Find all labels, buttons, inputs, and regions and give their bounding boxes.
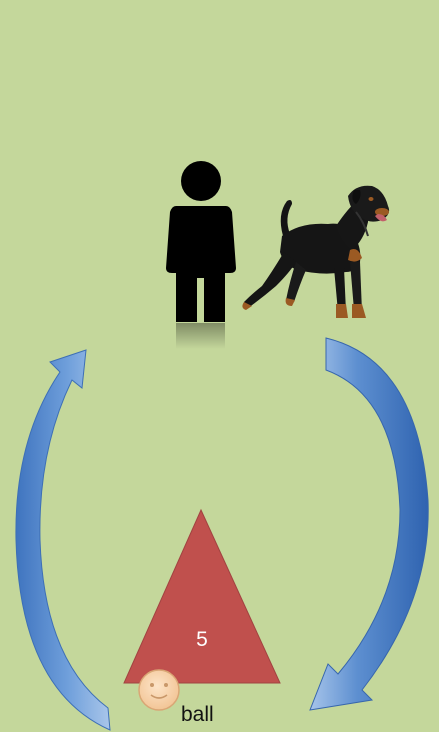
left-curved-arrow (16, 350, 110, 730)
dog-image (242, 186, 389, 318)
cone-triangle (124, 510, 280, 683)
right-curved-arrow (310, 338, 428, 710)
person-silhouette-icon (166, 161, 236, 349)
cone-number-label: 5 (176, 628, 228, 652)
ball-smiley-icon (139, 670, 179, 710)
ball-label: ball (181, 703, 214, 727)
